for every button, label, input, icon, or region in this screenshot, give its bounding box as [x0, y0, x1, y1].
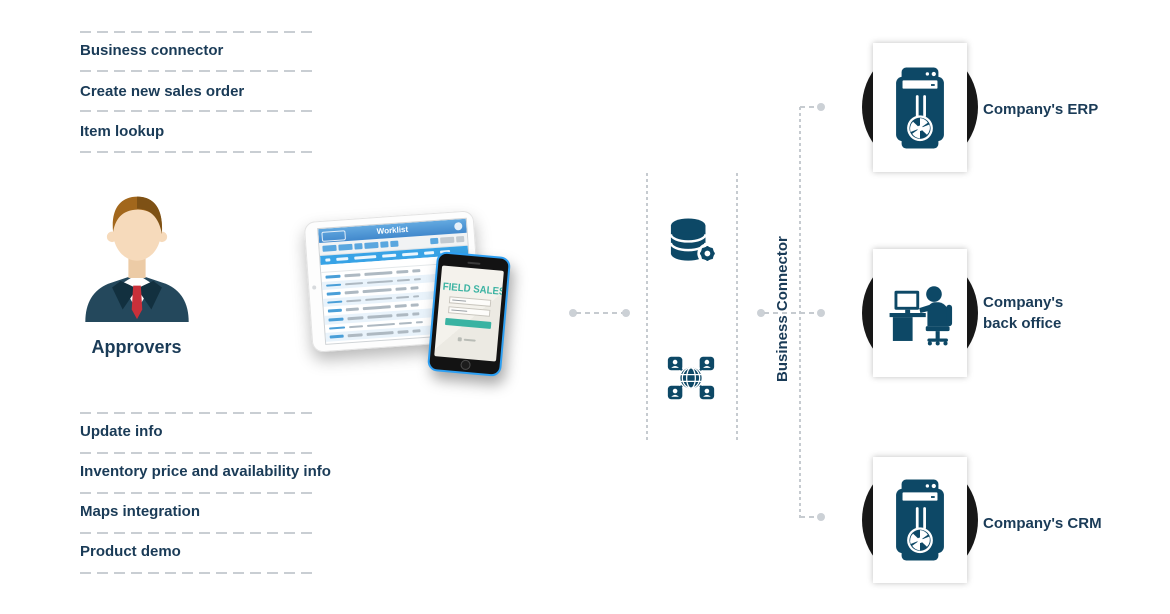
dashed-divider	[80, 110, 316, 112]
dashed-divider	[80, 572, 316, 574]
back-office-label: Company's back office	[983, 294, 1064, 332]
login-button	[444, 317, 492, 329]
tablet-camera	[312, 284, 317, 290]
dashed-divider	[80, 452, 316, 454]
connector-line	[576, 312, 624, 314]
feature-item: Product demo	[80, 543, 181, 560]
toolbar-button	[354, 243, 363, 250]
feature-list-top: Business connector Create new sales orde…	[80, 0, 316, 160]
connector-endpoint	[817, 103, 825, 111]
dashed-divider	[80, 70, 316, 72]
phone-home-button	[460, 359, 471, 371]
connector-endpoint	[622, 309, 630, 317]
feature-item: Item lookup	[80, 123, 165, 140]
phone-screen: FIELD SALES	[434, 265, 504, 362]
dashed-divider	[80, 31, 316, 33]
feature-item: Update info	[80, 423, 163, 440]
business-connector-label: Business Connector	[774, 236, 791, 382]
app-logo	[436, 335, 498, 344]
password-field	[447, 306, 491, 317]
connector-endpoint	[817, 309, 825, 317]
erp-card	[873, 43, 967, 172]
connector-endpoint	[757, 309, 765, 317]
feature-item: Inventory price and availability info	[80, 463, 331, 480]
network-users-icon	[664, 352, 718, 409]
connector-endpoint	[817, 513, 825, 521]
approver-avatar	[64, 188, 209, 327]
connector-stub-top	[800, 106, 818, 108]
toolbar-button	[430, 237, 439, 245]
erp-label: Company's ERP	[983, 101, 1099, 118]
approvers-label: Approvers	[91, 337, 182, 357]
database-gear-icon	[668, 217, 718, 270]
toolbar-button	[456, 235, 465, 243]
phone-speaker	[467, 261, 481, 265]
business-connector-line	[799, 107, 801, 518]
server-tower-icon	[896, 67, 944, 148]
connector-stub-bottom	[800, 516, 818, 518]
dashed-divider	[80, 492, 316, 494]
connector-endpoint	[569, 309, 577, 317]
back-office-desk-icon	[889, 286, 953, 346]
phone-app-title: FIELD SALES	[442, 280, 504, 299]
crm-card	[873, 457, 967, 583]
feature-item: Create new sales order	[80, 83, 245, 100]
toolbar-button	[364, 241, 379, 249]
dashed-divider	[80, 412, 316, 414]
connector-line	[764, 312, 820, 314]
phone-mockup: FIELD SALES	[426, 251, 512, 377]
server-tower-icon	[896, 479, 944, 561]
feature-item: Business connector	[80, 42, 224, 59]
dashed-divider	[80, 532, 316, 534]
crm-label: Company's CRM	[983, 515, 1102, 532]
middleware-boundary-right	[736, 173, 738, 443]
feature-item: Maps integration	[80, 503, 201, 520]
back-office-card	[873, 249, 967, 377]
toolbar-button	[390, 240, 399, 248]
dashed-divider	[80, 151, 316, 153]
toolbar-button	[338, 243, 353, 251]
toolbar-button	[380, 241, 389, 248]
username-field	[448, 296, 492, 307]
toolbar-button	[440, 236, 455, 244]
toolbar-button	[322, 244, 337, 252]
middleware-boundary-left	[646, 173, 648, 443]
